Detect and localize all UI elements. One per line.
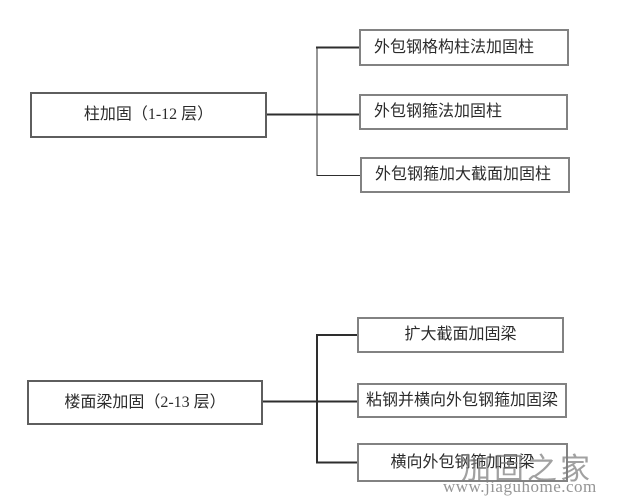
node-steel-hoop-enlarged-section-column: 外包钢箍加大截面加固柱 [360,157,570,193]
node-label: 横向外包钢箍加固梁 [390,453,535,471]
node-floor-beam-reinforcement: 楼面梁加固（2-13 层） [27,380,263,425]
node-label: 外包钢箍法加固柱 [374,103,503,120]
node-column-reinforcement: 柱加固（1-12 层） [30,92,267,138]
node-label: 扩大截面加固梁 [404,326,517,343]
node-transverse-steel-hoop-beam: 横向外包钢箍加固梁 [357,443,568,482]
node-label: 外包钢箍加大截面加固柱 [375,166,552,183]
node-label: 柱加固（1-12 层） [83,106,214,123]
node-bonded-steel-transverse-hoop-beam: 粘钢并横向外包钢箍加固梁 [357,383,567,418]
node-label: 粘钢并横向外包钢箍加固梁 [365,391,558,409]
node-label: 外包钢格构柱法加固柱 [374,38,535,56]
node-steel-lattice-column-method: 外包钢格构柱法加固柱 [359,29,569,66]
node-label: 楼面梁加固（2-13 层） [64,393,226,411]
node-steel-hoop-method-column: 外包钢箍法加固柱 [359,94,568,130]
node-enlarged-section-beam: 扩大截面加固梁 [357,317,564,353]
